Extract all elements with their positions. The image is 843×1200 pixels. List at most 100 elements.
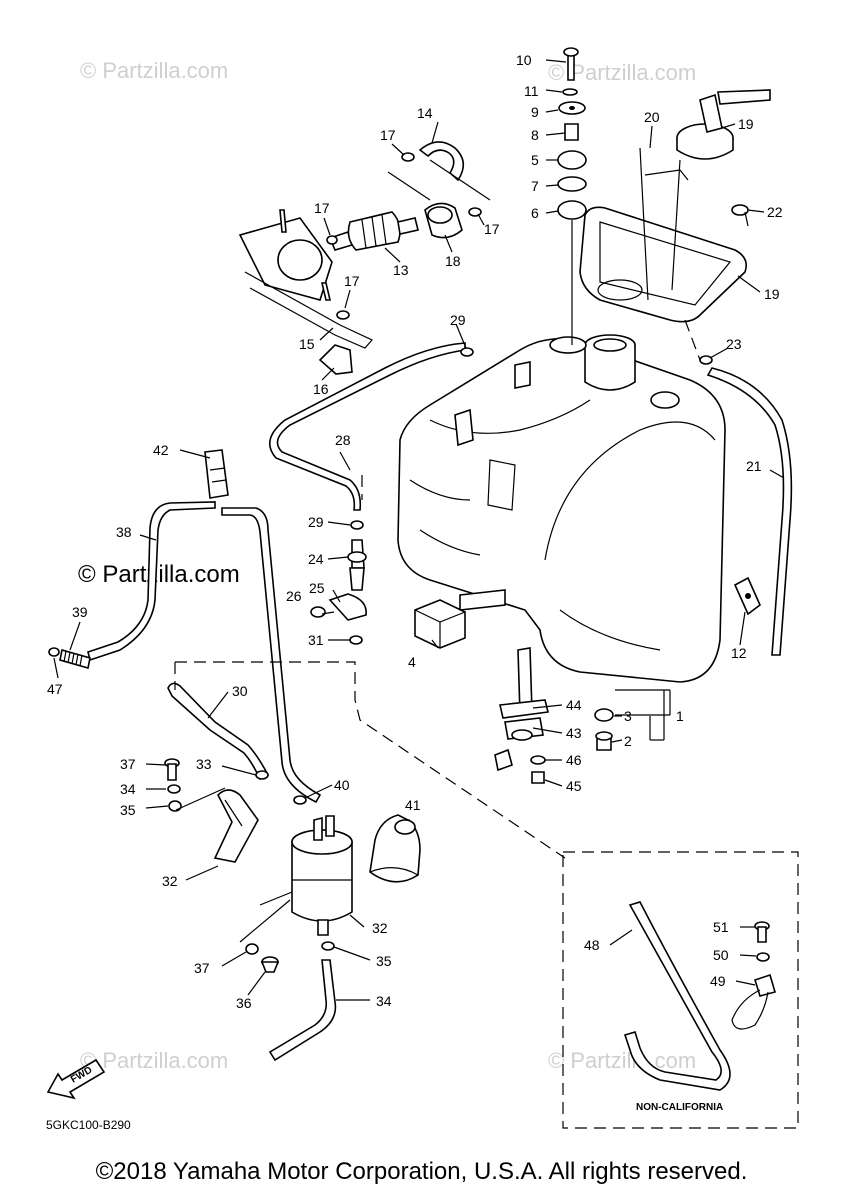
washer-39 <box>168 800 182 812</box>
fuel-filter-13 <box>328 211 419 251</box>
bracket-12 <box>733 576 761 616</box>
hose-30 <box>167 682 270 781</box>
hose-52 <box>623 901 731 1091</box>
clip-29 <box>460 347 474 357</box>
callout-16: 16 <box>313 381 329 397</box>
vent-hose-42 <box>87 501 216 662</box>
clip-24 <box>699 355 713 365</box>
pump-cover <box>369 814 421 883</box>
callout-53: 49 <box>710 973 726 989</box>
callout-25: 24 <box>308 551 324 567</box>
reference-lines <box>174 319 701 859</box>
callout-31: 31 <box>308 632 324 648</box>
callout-12: 12 <box>731 645 747 661</box>
callout-24: 23 <box>726 336 742 352</box>
diagram-code: 5GKC100-B290 <box>46 1118 131 1132</box>
watermark: © Partzilla.com <box>548 1048 696 1073</box>
washer-41 <box>245 943 259 955</box>
callout-32: 32 <box>372 920 388 936</box>
fuel-cock <box>494 647 549 772</box>
callout-52: 48 <box>584 937 600 953</box>
tray-screw <box>731 204 749 227</box>
callout-40: 36 <box>236 995 252 1011</box>
callout-17b: 17 <box>484 221 500 237</box>
fwd-arrow-icon: FWD <box>46 1058 106 1100</box>
washer-50 <box>530 755 546 765</box>
clip-31 <box>349 635 363 645</box>
bolt-2 <box>595 731 613 751</box>
callout-37: 37 <box>120 756 136 772</box>
clamp-26 <box>328 593 367 621</box>
callout-48: 44 <box>566 697 582 713</box>
mount-hardware-stack <box>557 47 587 345</box>
clip-51 <box>48 647 60 657</box>
callout-30: 30 <box>232 683 248 699</box>
watermarks: © Partzilla.com © Partzilla.com © Partzi… <box>78 58 696 1073</box>
clip-44 <box>293 795 307 805</box>
watermark: © Partzilla.com <box>80 1048 228 1073</box>
drain-hose <box>706 367 793 656</box>
callout-20: 19 <box>764 286 780 302</box>
fuel-tank <box>397 334 726 683</box>
callout-44: 40 <box>334 777 350 793</box>
callout-19: 19 <box>738 116 754 132</box>
callout-38: 34 <box>120 781 136 797</box>
callout-29: 29 <box>450 312 466 328</box>
callout-29b: 29 <box>308 514 324 530</box>
callout-8: 8 <box>531 127 539 143</box>
fuel-cap <box>676 89 771 160</box>
callout-23: 22 <box>767 204 783 220</box>
bolt-49 <box>531 771 545 784</box>
callout-45: 41 <box>405 797 421 813</box>
damper-pad <box>414 599 466 649</box>
callout-41: 37 <box>194 960 210 976</box>
callout-4: 4 <box>408 654 416 670</box>
callout-17c: 17 <box>314 200 330 216</box>
watermark-prominent: © Partzilla.com <box>78 561 240 588</box>
callout-54: 50 <box>713 947 729 963</box>
canister-assembly <box>238 209 373 349</box>
check-valve <box>347 539 367 591</box>
clamp-46 <box>204 449 229 499</box>
callout-6: 6 <box>531 205 539 221</box>
callout-42: 38 <box>116 524 132 540</box>
callout-21: 20 <box>644 109 660 125</box>
washer-38 <box>167 784 181 794</box>
vent-hose-long <box>221 507 322 804</box>
bracket-36 <box>213 789 259 863</box>
callout-39: 35 <box>120 802 136 818</box>
callout-43: 39 <box>72 604 88 620</box>
callout-27: 26 <box>286 588 302 604</box>
callout-3: 3 <box>624 708 632 724</box>
callout-9: 9 <box>531 104 539 120</box>
bracket-16 <box>318 344 353 375</box>
clip-33 <box>255 770 269 780</box>
copyright-notice: ©2018 Yamaha Motor Corporation, U.S.A. A… <box>95 1158 748 1185</box>
hose-14 <box>418 141 465 182</box>
callout-36: 32 <box>162 873 178 889</box>
callout-33: 33 <box>196 756 212 772</box>
clip-35 <box>321 941 335 951</box>
fuel-pump <box>259 815 353 936</box>
fuel-hose-34 <box>268 959 337 1062</box>
callout-11: 11 <box>524 83 539 99</box>
callout-34: 34 <box>376 993 392 1009</box>
callout-15: 15 <box>299 336 315 352</box>
callout-7: 7 <box>531 178 539 194</box>
callout-26: 25 <box>309 580 325 596</box>
callout-50: 46 <box>566 752 582 768</box>
callouts: 10 11 9 8 5 7 6 19 20 22 19 23 21 12 1 3… <box>47 52 783 1011</box>
callout-17: 17 <box>380 127 396 143</box>
callout-55: 51 <box>713 919 729 935</box>
callout-1: 1 <box>676 708 684 724</box>
callout-28: 28 <box>335 432 351 448</box>
callout-10: 10 <box>516 52 532 68</box>
callout-51: 47 <box>47 681 63 697</box>
callout-5: 5 <box>531 152 539 168</box>
callout-46: 42 <box>153 442 169 458</box>
grommet-3 <box>594 708 614 722</box>
callout-47: 43 <box>566 725 582 741</box>
spring-43 <box>59 648 91 670</box>
bolt-55 <box>754 921 770 943</box>
